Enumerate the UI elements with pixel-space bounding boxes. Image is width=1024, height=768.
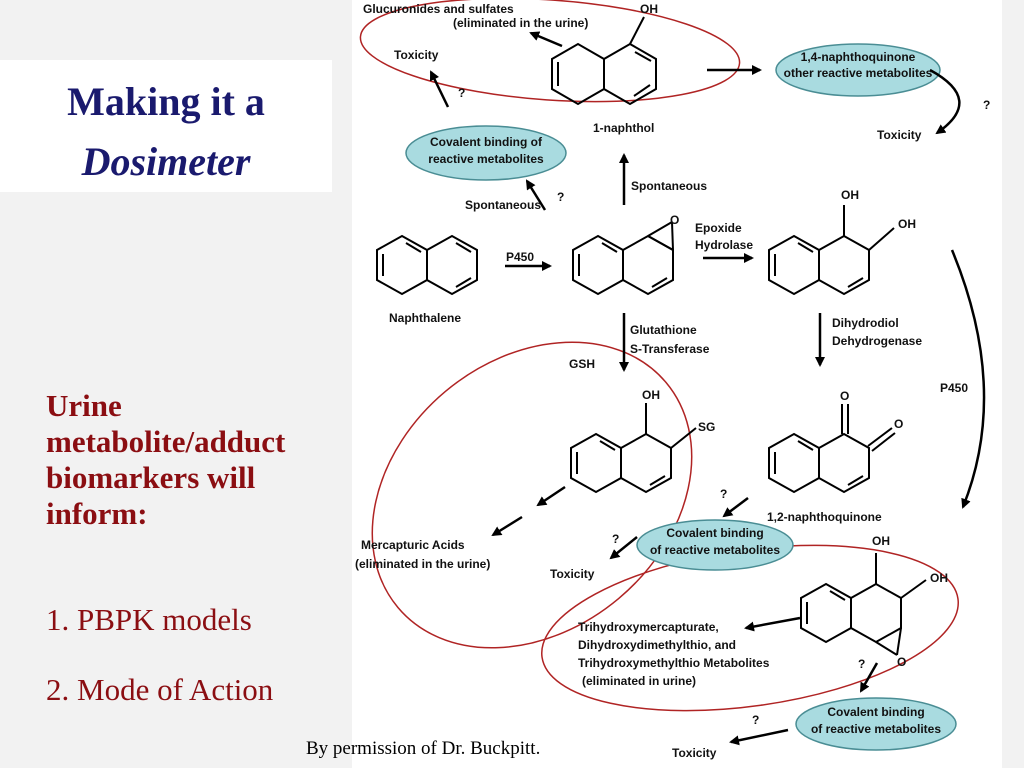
- pill-covalent-binding-2: [636, 519, 794, 571]
- molecule-glutathione-conjugate: [570, 403, 697, 494]
- label-question-5: ?: [612, 532, 619, 546]
- label-glutathione: Glutathione: [630, 323, 697, 337]
- label-toxicity-bottom: Toxicity: [672, 746, 717, 760]
- list-item-pbpk: 1. PBPK models: [46, 602, 252, 637]
- list-item-mode-of-action: 2. Mode of Action: [46, 672, 274, 707]
- molecule-1-naphthol: [551, 16, 657, 106]
- title-box: [0, 60, 332, 192]
- molecule-epoxide: [572, 221, 674, 296]
- label-question-7: ?: [752, 713, 759, 727]
- label-sg: SG: [698, 420, 715, 434]
- molecule-naphthalene: [376, 234, 478, 296]
- reaction-arrows: [429, 31, 986, 746]
- ellipse-middle: [371, 341, 693, 649]
- label-naphthoquinone14-2: other reactive metabolites: [784, 66, 933, 80]
- label-mercapturic: Mercapturic Acids: [361, 538, 465, 552]
- label-mercapturic-urine: (eliminated in the urine): [355, 557, 490, 571]
- label-trihydroxy-1: Trihydroxymercapturate,: [578, 620, 719, 634]
- label-spontaneous-right: Spontaneous: [631, 179, 707, 193]
- label-oh-tri-1: OH: [872, 534, 890, 548]
- label-o-quinone-1: O: [840, 389, 849, 403]
- label-question-4: ?: [720, 487, 727, 501]
- slide-title: Making it a: [67, 79, 265, 124]
- label-question-2: ?: [983, 98, 990, 112]
- label-epoxide: Epoxide: [695, 221, 742, 235]
- pill-naphthoquinone14: [775, 43, 941, 97]
- label-o-quinone-2: O: [894, 417, 903, 431]
- label-dihydrodiol: Dihydrodiol: [832, 316, 899, 330]
- urine-biomarkers-text: Urine metabolite/adduct biomarkers will …: [46, 388, 286, 531]
- label-question-6: ?: [858, 657, 865, 671]
- label-covalent2-1: Covalent binding: [666, 526, 763, 540]
- label-toxicity-top: Toxicity: [394, 48, 439, 62]
- label-o-epoxide: O: [670, 213, 679, 227]
- label-p450-left: P450: [506, 250, 534, 264]
- label-s-transferase: S-Transferase: [630, 342, 710, 356]
- slide-title-italic: Dosimeter: [81, 139, 251, 184]
- label-trihydroxy-4: (eliminated in urine): [582, 674, 696, 688]
- label-naphthalene: Naphthalene: [389, 311, 461, 325]
- label-spontaneous-left: Spontaneous: [465, 198, 541, 212]
- label-naphthoquinone14-1: 1,4-naphthoquinone: [801, 50, 916, 64]
- label-oh-naphthol: OH: [640, 2, 658, 16]
- pill-covalent-binding-3: [795, 697, 957, 751]
- credit-line: By permission of Dr. Buckpitt.: [306, 738, 541, 759]
- molecule-12-naphthoquinone: [768, 404, 896, 494]
- label-12-naphthoquinone: 1,2-naphthoquinone: [767, 510, 882, 524]
- label-trihydroxy-2: Dihydroxydimethylthio, and: [578, 638, 736, 652]
- label-glucuronides-2: (eliminated in the urine): [453, 16, 588, 30]
- label-oh-diol-1: OH: [841, 188, 859, 202]
- label-covalent2-2: of reactive metabolites: [650, 543, 780, 557]
- label-covalent3-1: Covalent binding: [827, 705, 924, 719]
- molecule-trihydroxy-epoxide: [800, 553, 927, 656]
- label-covalent1-1: Covalent binding of: [430, 135, 543, 149]
- label-1-naphthol: 1-naphthol: [593, 121, 654, 135]
- label-gsh: GSH: [569, 357, 595, 371]
- label-oh-tri-2: OH: [930, 571, 948, 585]
- label-toxicity-mid: Toxicity: [550, 567, 595, 581]
- label-p450-right: P450: [940, 381, 968, 395]
- label-question-1: ?: [458, 86, 465, 100]
- ellipse-top: [359, 0, 741, 103]
- label-glucuronides-1: Glucuronides and sulfates: [363, 2, 514, 16]
- label-o-tri: O: [897, 655, 906, 669]
- label-covalent3-2: of reactive metabolites: [811, 722, 941, 736]
- molecule-dihydrodiol: [768, 205, 895, 296]
- label-question-3: ?: [557, 190, 564, 204]
- label-covalent1-2: reactive metabolites: [428, 152, 544, 166]
- label-oh-diol-2: OH: [898, 217, 916, 231]
- label-toxicity-right: Toxicity: [877, 128, 922, 142]
- label-hydrolase: Hydrolase: [695, 238, 753, 252]
- label-oh-gsh: OH: [642, 388, 660, 402]
- label-dehydrogenase: Dehydrogenase: [832, 334, 922, 348]
- label-trihydroxy-3: Trihydroxymethylthio Metabolites: [578, 656, 770, 670]
- pill-covalent-binding-1: [405, 125, 567, 181]
